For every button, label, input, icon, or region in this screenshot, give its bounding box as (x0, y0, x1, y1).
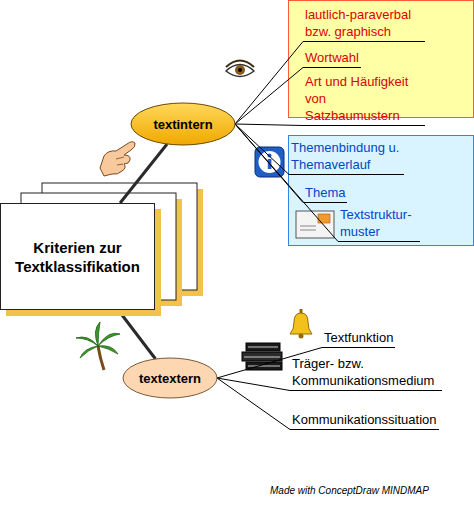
main-branch-line (118, 310, 155, 359)
branch-text: Textfunktion (324, 329, 393, 346)
credit-note: Made with ConceptDraw MINDMAP (270, 485, 429, 496)
branch-line (235, 124, 303, 126)
branch-line (235, 42, 303, 125)
branch-line (217, 378, 290, 391)
branch-text: Wortwahl (305, 49, 359, 66)
branch-label: Textstruktur- muster (338, 206, 420, 242)
branch-text: Träger- bzw. Kommunikationsmedium (292, 355, 440, 389)
branch-label: Wortwahl (303, 49, 361, 68)
text-panel (289, 136, 474, 246)
branch-label: Textfunktion (322, 329, 395, 348)
main-branch-line (120, 144, 167, 203)
branch-title: textextern (139, 371, 201, 386)
pointing-hand-icon (100, 142, 135, 176)
branch-text: Thema (305, 184, 345, 201)
ellipse-shape (123, 358, 217, 398)
central-card: Kriterien zur Textklassifikation (0, 203, 155, 310)
card-title: Kriterien zur Textklassifikation (15, 238, 140, 276)
branch-label: Themenbindung u. Themaverlauf (289, 139, 404, 175)
info-icon (255, 147, 284, 177)
branch-text: Kommunikationssituation (292, 411, 437, 428)
branch-text: Textstruktur- muster (340, 206, 418, 240)
branch-text: Themenbindung u. Themaverlauf (291, 139, 402, 173)
bell-icon (290, 309, 312, 339)
branch-label: Kommunikationssituation (290, 411, 439, 430)
eye-icon (226, 61, 254, 77)
branch-label: Art und Häufigkeit von Satzbaumustern (303, 73, 425, 126)
branch-line (235, 124, 289, 175)
branch-ellipse: textextern (122, 357, 218, 399)
branch-label: Träger- bzw. Kommunikationsmedium (290, 355, 442, 391)
branch-line (217, 378, 290, 430)
branch-ellipse: textintern (130, 102, 236, 146)
branch-line (235, 68, 303, 125)
envelope-icon (296, 211, 334, 238)
ellipse-shape (131, 103, 235, 145)
branch-text: lautlich-paraverbal bzw. graphisch (305, 6, 423, 40)
palm-tree-icon (76, 322, 120, 370)
books-icon (242, 343, 282, 370)
branch-label: lautlich-paraverbal bzw. graphisch (303, 6, 425, 42)
branch-label: Thema (303, 184, 347, 203)
branch-text: Art und Häufigkeit von Satzbaumustern (305, 73, 423, 124)
branch-title: textintern (153, 117, 212, 132)
